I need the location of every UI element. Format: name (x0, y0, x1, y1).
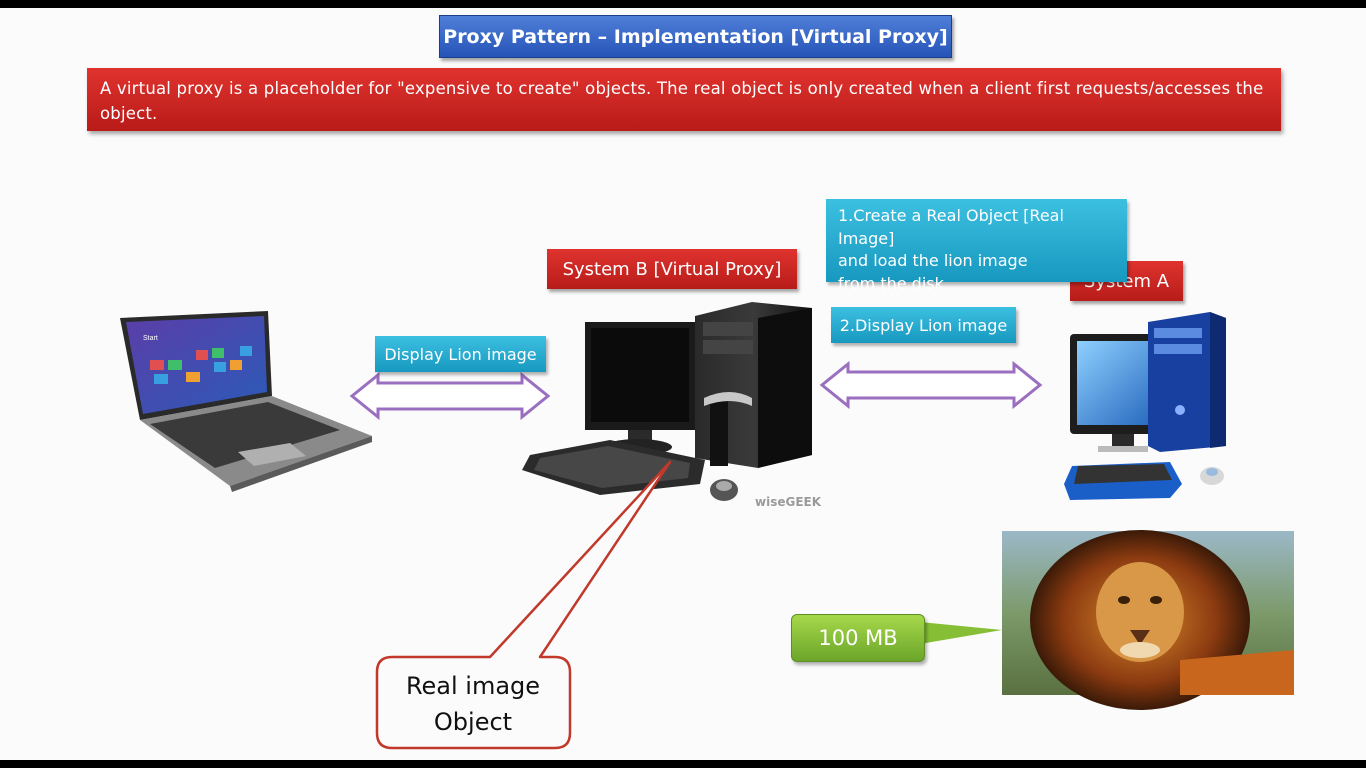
laptop-icon (120, 311, 372, 492)
system-b-computer-icon (522, 302, 812, 501)
top-border (0, 0, 1366, 8)
real-object-callout-text: Real image Object (378, 668, 568, 740)
lion-image (1002, 530, 1294, 710)
step1-line-2: and load the lion image (838, 251, 1028, 270)
watermark-text: wiseGEEK (755, 495, 822, 509)
laptop-start-text: Start (143, 335, 158, 342)
step2-label: 2.Display Lion image (831, 307, 1016, 343)
slide-title: Proxy Pattern – Implementation [Virtual … (439, 15, 952, 58)
double-arrow-right (819, 360, 1043, 410)
step1-line-3: from the disk (838, 273, 944, 293)
system-b-label: System B [Virtual Proxy] (547, 249, 797, 289)
callout-line-2: Object (433, 708, 513, 736)
size-callout-pointer (920, 622, 1002, 644)
callout-line-1: Real image (405, 672, 541, 700)
step1-label: 1.Create a Real Object [Real Image] and … (826, 199, 1127, 293)
bottom-border (0, 760, 1366, 768)
system-a-computer-icon (1064, 312, 1226, 500)
double-arrow-left (349, 371, 551, 421)
size-callout: 100 MB (791, 614, 925, 662)
display-lion-label: Display Lion image (375, 336, 546, 372)
description-banner: A virtual proxy is a placeholder for "ex… (87, 68, 1281, 131)
real-object-callout-shape (375, 460, 672, 750)
step1-line-1: 1.Create a Real Object [Real Image] (838, 206, 1064, 248)
